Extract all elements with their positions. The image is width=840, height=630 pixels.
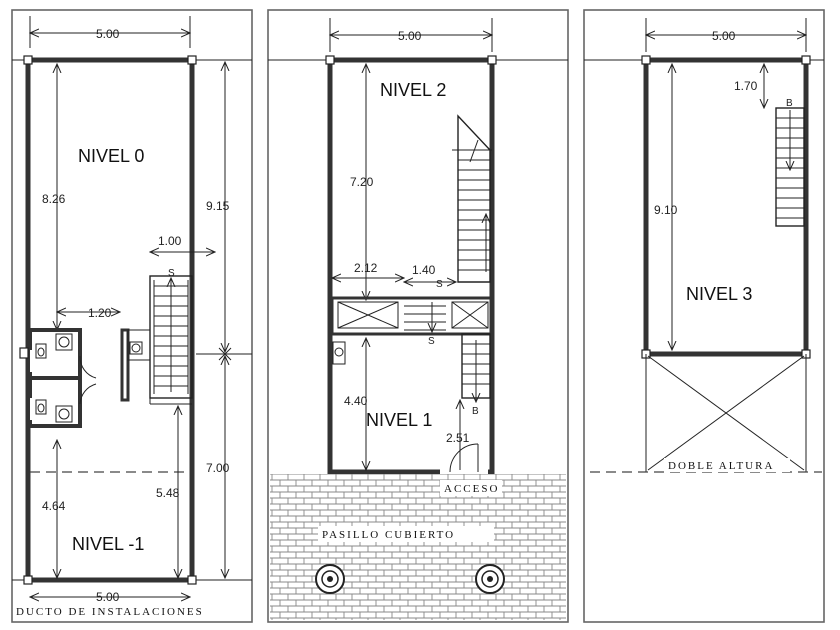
corridor-label: PASILLO CUBIERTO <box>322 529 455 541</box>
panel-left: 5.00 9.15 7.00 8.26 NIVEL 0 1.00 <box>12 16 252 618</box>
right-top-dim: 1.70 <box>734 79 758 93</box>
left-bath-width: 1.20 <box>88 306 112 320</box>
panel-middle: 5.00 NIVEL 2 7.20 <box>268 18 568 620</box>
left-stair-offset: 1.00 <box>158 234 182 248</box>
double-height-label: DOBLE ALTURA <box>668 460 774 472</box>
wheel-icon <box>315 564 505 594</box>
left-lower-left: 4.64 <box>42 499 66 513</box>
left-bottom-width: 5.00 <box>96 590 120 604</box>
left-level-upper: NIVEL 0 <box>78 146 144 166</box>
sink-icon <box>332 341 346 365</box>
left-inner-height: 8.26 <box>42 192 66 206</box>
middle-level-lower: NIVEL 1 <box>366 410 432 430</box>
right-top-width: 5.00 <box>712 29 736 43</box>
middle-stair-mark-down: S <box>428 336 435 347</box>
sheet-frames <box>11 9 825 623</box>
sink-icon <box>55 333 143 423</box>
middle-stair-mark-up: S <box>436 279 443 290</box>
panel-right: 5.00 1.70 B 9.10 <box>584 18 824 473</box>
right-height: 9.10 <box>654 203 678 217</box>
left-lower-outer: 7.00 <box>206 461 230 475</box>
middle-stair-treads <box>458 159 490 271</box>
left-stair-mark: S <box>168 268 175 279</box>
right-stair-mark: B <box>786 98 793 109</box>
middle-door-dim: 2.51 <box>446 431 470 445</box>
middle-left-span: 2.12 <box>354 261 378 275</box>
left-outer-height: 9.15 <box>206 199 230 213</box>
access-label: ACCESO <box>444 483 499 495</box>
left-level-lower: NIVEL -1 <box>72 534 144 554</box>
left-top-width: 5.00 <box>96 27 120 41</box>
left-lower-mid: 5.48 <box>156 486 180 500</box>
middle-stair-mark-b: B <box>472 406 479 417</box>
middle-top-width: 5.00 <box>398 29 422 43</box>
right-level: NIVEL 3 <box>686 284 752 304</box>
middle-height: 7.20 <box>350 175 374 189</box>
covered-corridor <box>270 474 566 620</box>
middle-level-upper: NIVEL 2 <box>380 80 446 100</box>
middle-lower-height: 4.40 <box>344 394 368 408</box>
toilet-icon <box>35 343 47 415</box>
left-caption: DUCTO DE INSTALACIONES <box>16 606 204 618</box>
middle-mid-span: 1.40 <box>412 263 436 277</box>
middle-landing-treads <box>404 305 446 331</box>
